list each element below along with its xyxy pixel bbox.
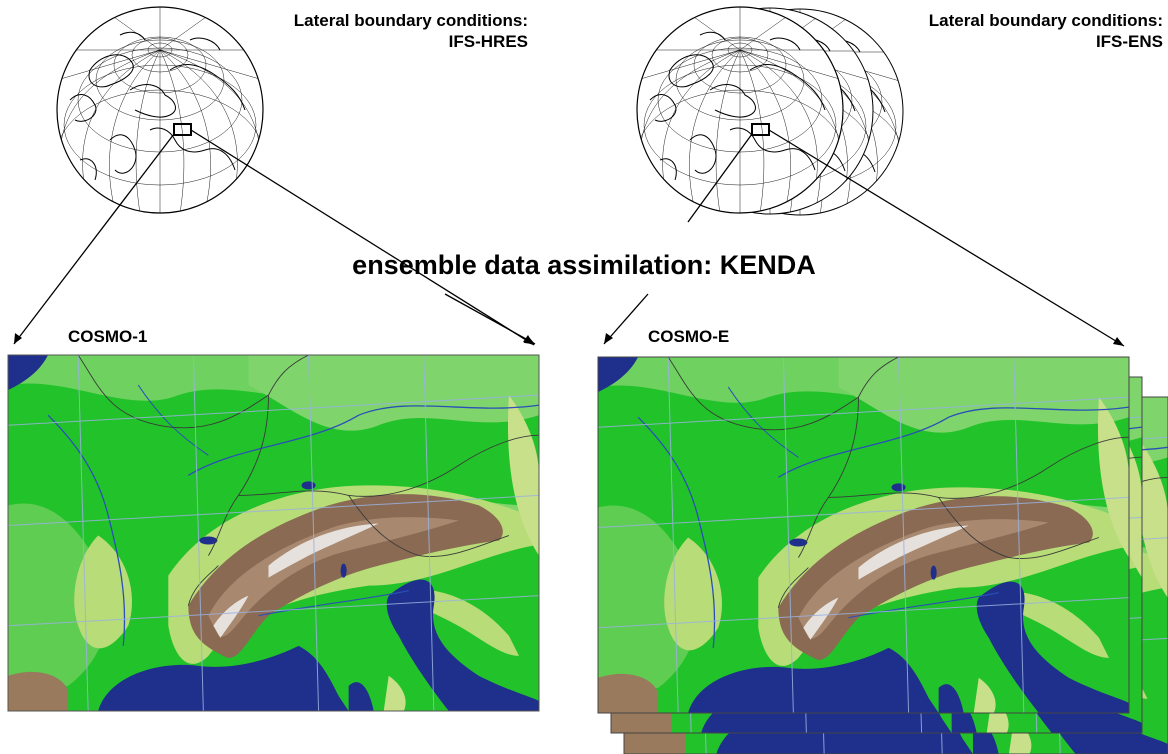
cosmoe-label: COSMO-E: [648, 327, 730, 346]
lbc-right-model: IFS-ENS: [1095, 32, 1163, 51]
zoom-arrows: [13, 129, 1125, 347]
arrow-kenda-to-cosmo1: [444, 293, 536, 345]
cosmo1-domain-map: [7, 354, 540, 712]
arrow-left-globe-to-cosmo1-left: [13, 133, 175, 345]
lbc-right-title: Lateral boundary conditions:: [928, 11, 1163, 30]
cosmo1-label: COSMO-1: [68, 327, 148, 346]
left-globe: [56, 6, 264, 214]
arrow-kenda-to-cosmoe: [603, 293, 649, 345]
arrow-right-globe-to-cosmoe-right: [768, 129, 1125, 347]
arrow-heads: [14, 333, 1124, 346]
left-globe-domain-box: [173, 123, 192, 136]
kenda-title: ensemble data assimilation: KENDA: [352, 250, 816, 280]
cosmoe-domain-map-stack: [597, 356, 1168, 754]
lbc-right-label: Lateral boundary conditions: IFS-ENS: [929, 10, 1163, 52]
lbc-left-label: Lateral boundary conditions: IFS-HRES: [294, 10, 528, 52]
arrow-right-globe-to-cosmoe-left: [687, 133, 753, 223]
lbc-left-model: IFS-HRES: [448, 32, 528, 51]
right-globe-domain-box: [751, 123, 770, 136]
lbc-left-title: Lateral boundary conditions:: [293, 11, 528, 30]
right-globe-stack: [636, 6, 904, 216]
arrow-left-globe-to-cosmo1-right: [190, 129, 535, 346]
